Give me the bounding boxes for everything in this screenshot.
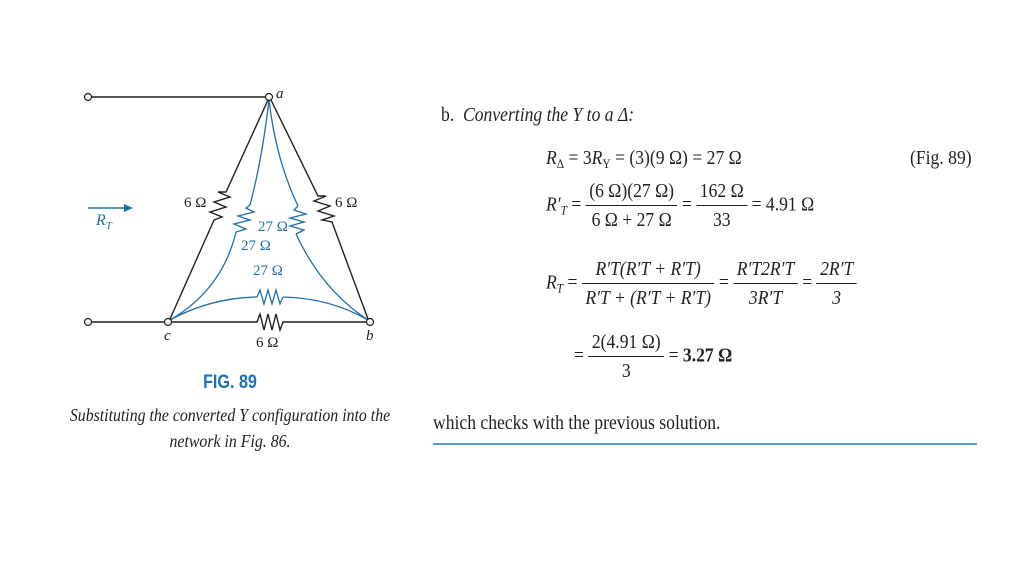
resistor-ab-6-label: 6 Ω (335, 195, 358, 211)
resistor-ac-27-label: 27 Ω (241, 238, 271, 254)
node-a (264, 92, 274, 102)
converted-delta (169, 99, 369, 321)
terminal-bottom (83, 317, 93, 327)
node-c-label: c (164, 328, 171, 344)
section-divider (433, 443, 977, 445)
original-delta (91, 96, 369, 333)
node-c (163, 317, 173, 327)
part-label: b. (441, 104, 455, 126)
figure-caption: Substituting the converted Y configurati… (69, 405, 391, 451)
resistor-ab-27-label: 27 Ω (258, 219, 288, 235)
heading-text: Converting the Y to a Δ: (463, 104, 635, 126)
equation-result: = 2(4.91 Ω)3 = 3.27 Ω (574, 331, 733, 382)
figure-reference: (Fig. 89) (910, 147, 972, 169)
equation-r-t: RT = R′T(R′T + R′T)R′T + (R′T + R′T) = R… (546, 258, 857, 310)
conclusion-text: which checks with the previous solution. (433, 412, 721, 434)
terminal-top (83, 92, 93, 102)
input-arrow-icon (88, 204, 133, 212)
resistor-bc-6-label: 6 Ω (256, 335, 279, 351)
node-b (365, 317, 375, 327)
circuit-diagram (83, 92, 375, 333)
solution-heading: b. Converting the Y to a Δ: (441, 104, 634, 127)
resistor-bc-27-label: 27 Ω (253, 263, 283, 279)
rt-label: RT (96, 212, 112, 232)
node-b-label: b (366, 328, 374, 344)
figure-label: FIG. 89 (203, 372, 257, 393)
node-a-label: a (276, 86, 284, 102)
resistor-ac-6-label: 6 Ω (184, 195, 207, 211)
equation-r-delta: RΔ = 3RY = (3)(9 Ω) = 27 Ω (546, 147, 742, 171)
